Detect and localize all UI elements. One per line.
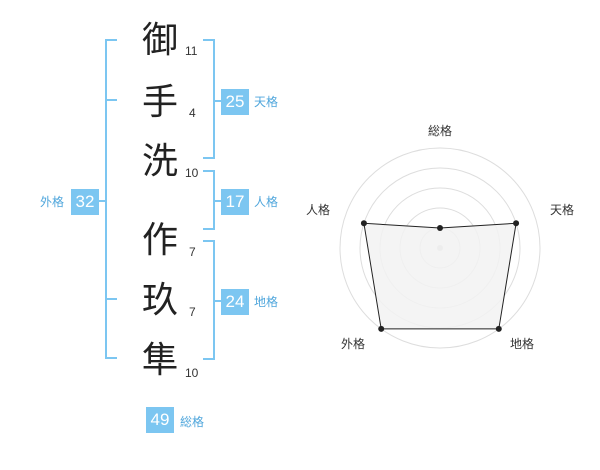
stroke-count-5: 7 [189,305,196,319]
chikaku-value: 24 [221,289,249,315]
gaikaku-bracket-vertical [105,39,107,359]
jinkaku-connector [213,200,221,202]
radar-point-2 [513,220,520,227]
radar-axis-label-tenkaku: 天格 [550,203,575,217]
tenkaku-bracket-bottom [203,157,215,159]
chikaku-label: 地格 [254,295,279,309]
radar-point-5 [360,220,367,227]
stroke-count-4: 7 [189,245,196,259]
radar-grid-ring [339,147,541,349]
jinkaku-label: 人格 [254,195,279,209]
stroke-count-3: 10 [185,166,199,180]
radar-area [363,222,517,330]
name-char-6: 隼 [141,340,178,381]
radar-point-3 [495,325,502,332]
name-char-5: 玖 [141,280,178,321]
radar-point-4 [378,325,385,332]
name-char-3: 洗 [141,141,178,182]
radar-axis-label-chikaku: 地格 [510,337,535,351]
tenkaku-bracket-top [203,39,215,41]
tenkaku-label: 天格 [254,95,279,109]
chikaku-bracket-top [203,240,215,242]
radar-axis-label-gaikaku: 外格 [341,337,366,351]
name-char-1: 御 [141,20,178,61]
gaikaku-bracket-bottom [105,357,117,359]
stroke-count-1: 11 [185,44,198,58]
radar-axis-label-jinkaku: 人格 [306,203,331,217]
jinkaku-value: 17 [221,189,249,215]
gaikaku-connector [98,200,106,202]
chikaku-connector [213,300,221,302]
soukaku-label: 総格 [180,415,205,429]
tenkaku-value: 25 [221,89,249,115]
gaikaku-value: 32 [71,189,99,215]
gaikaku-bracket-tick-1 [105,99,117,101]
name-char-4: 作 [141,220,178,261]
jinkaku-bracket-bottom [203,228,215,230]
soukaku-value: 49 [146,407,174,433]
tenkaku-connector [213,100,221,102]
stroke-count-2: 4 [189,106,196,120]
gaikaku-bracket-top [105,39,117,41]
gaikaku-bracket-tick-2 [105,298,117,300]
name-char-2: 手 [141,82,178,123]
tenkaku-bracket-vertical [213,39,215,159]
jinkaku-bracket-top [203,170,215,172]
stroke-count-6: 10 [185,366,199,380]
gaikaku-label: 外格 [40,195,65,209]
radar-axis-label-soukaku: 総格 [428,124,453,138]
chikaku-bracket-bottom [203,358,215,360]
radar-points [360,220,520,332]
radar-point-1 [437,225,443,231]
